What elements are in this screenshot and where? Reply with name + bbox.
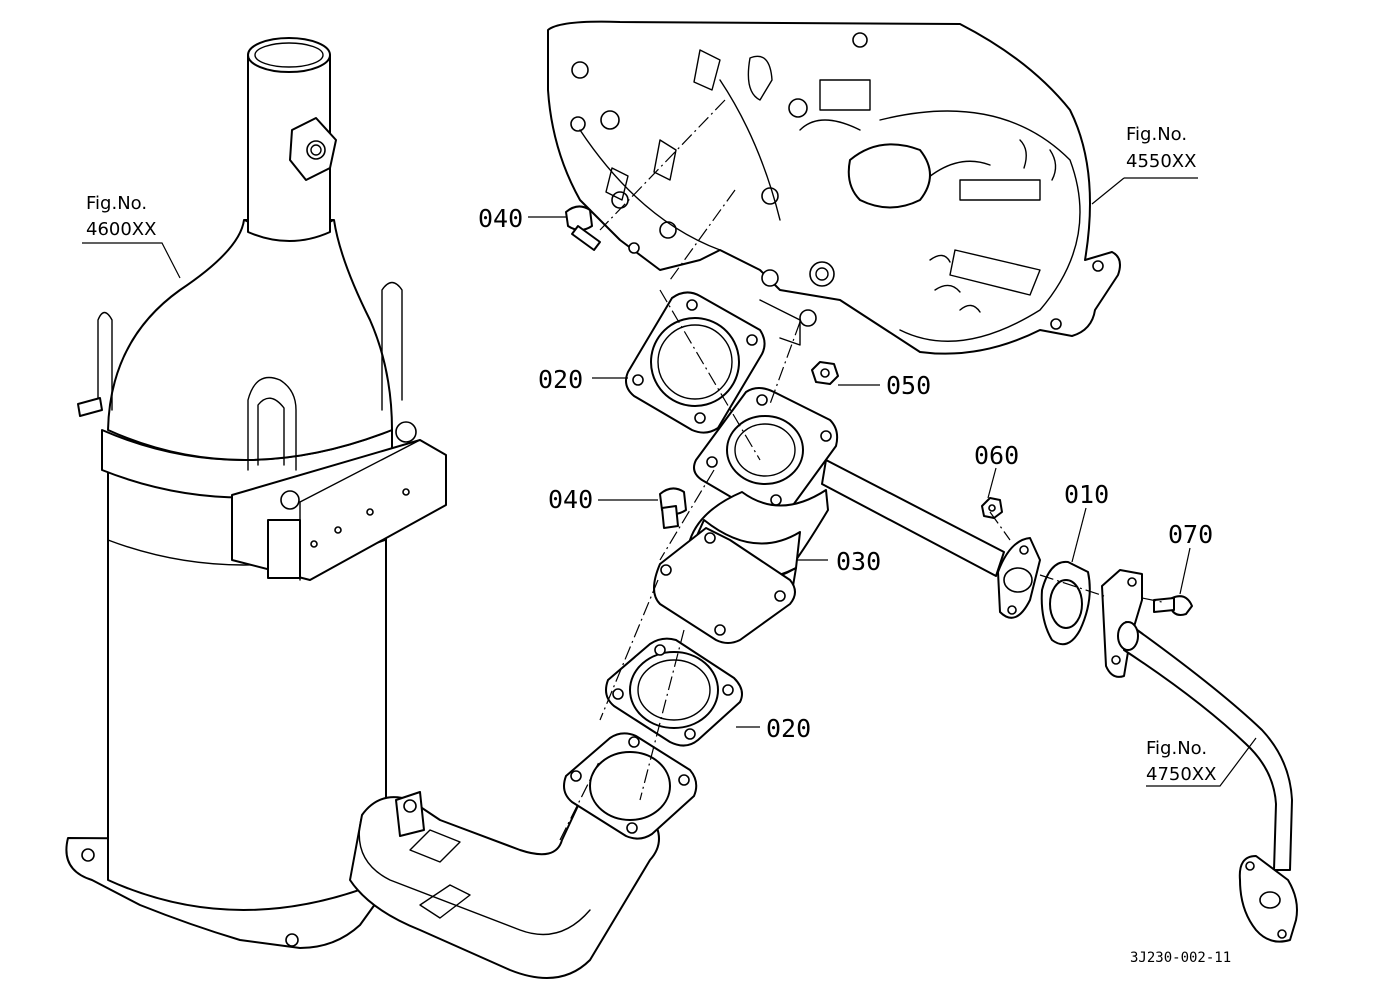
callout-pipe: 030: [836, 547, 881, 576]
callout-bolt-upper: 040: [478, 204, 523, 233]
tailpipe: [1101, 569, 1298, 943]
bolt-upper: [565, 205, 601, 251]
callout-gasket-lower: 020: [766, 714, 811, 743]
gasket-upper: [625, 291, 766, 434]
fig-ref-tailpipe-line1: Fig.No.: [1146, 738, 1207, 759]
callout-bolt-lower: 040: [548, 485, 593, 514]
gasket-lower: [605, 637, 743, 747]
callout-nut-right: 060: [974, 441, 1019, 470]
callout-gasket-right: 010: [1064, 480, 1109, 509]
fig-ref-dpf-line2: 4600XX: [86, 219, 156, 240]
bolt-lower: [659, 487, 687, 529]
fig-ref-engine-line2: 4550XX: [1126, 151, 1196, 172]
fig-ref-tailpipe-line2: 4750XX: [1146, 764, 1216, 785]
dpf-assembly: [65, 37, 660, 979]
exhaust-pipe: [653, 387, 1041, 644]
gasket-right: [1040, 560, 1091, 646]
fig-ref-engine-line1: Fig.No.: [1126, 124, 1187, 145]
assembly-lines: [559, 99, 1163, 841]
fig-ref-dpf-line1: Fig.No.: [86, 193, 147, 214]
callout-nut-upper: 050: [886, 371, 931, 400]
bolt-right: [1153, 595, 1193, 616]
engine-block: [547, 20, 1121, 355]
nut-upper: [811, 361, 839, 385]
leader-lines: [82, 177, 1257, 787]
callout-gasket-upper: 020: [538, 365, 583, 394]
callout-bolt-right: 070: [1168, 520, 1213, 549]
drawing-code: 3J230-002-11: [1130, 950, 1231, 966]
nut-right: [981, 497, 1003, 519]
elbow-flange: [563, 732, 698, 840]
